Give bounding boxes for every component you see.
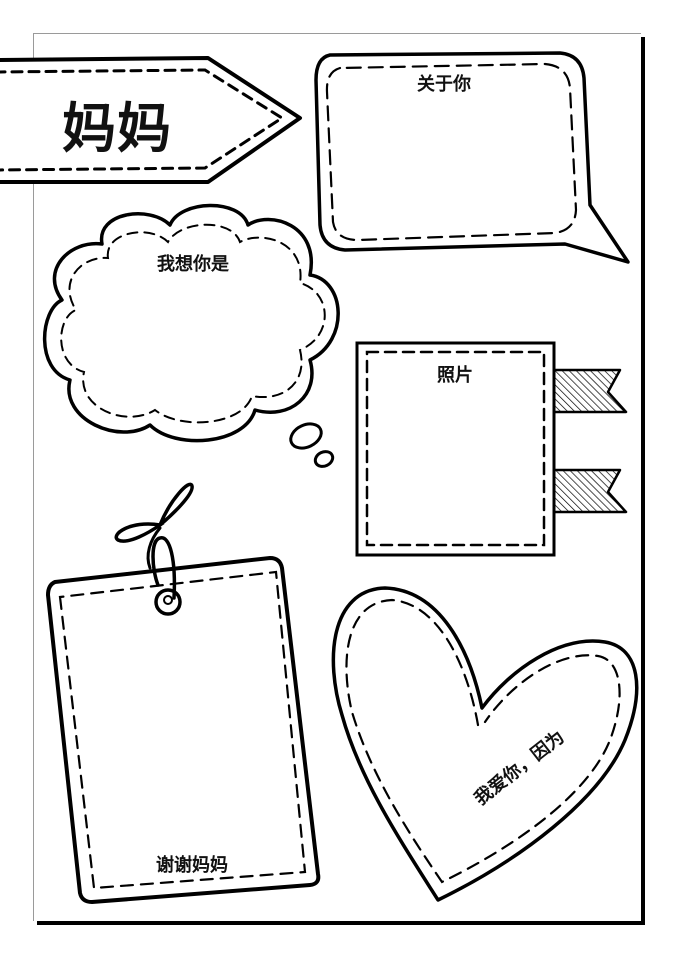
i-think-you-are-write-area[interactable] [90, 280, 300, 400]
title-banner [0, 56, 302, 184]
about-you-label: 关于你 [417, 74, 471, 95]
hanging-tag-shape [46, 482, 321, 904]
thank-you-mom-label: 谢谢妈妈 [156, 855, 228, 876]
i-think-you-are-label: 我想你是 [157, 254, 229, 275]
photo-label: 照片 [437, 365, 473, 386]
heart-shape [331, 586, 639, 902]
thought-cloud-shape [42, 203, 340, 468]
thank-you-write-area[interactable] [75, 625, 280, 840]
photo-frame-shape [355, 341, 628, 557]
about-you-write-area[interactable] [340, 98, 565, 228]
speech-bubble-shape [314, 51, 630, 264]
photo-area[interactable] [372, 388, 540, 538]
page-title: 妈妈 [62, 97, 172, 160]
love-you-because-write-area[interactable] [370, 640, 570, 770]
